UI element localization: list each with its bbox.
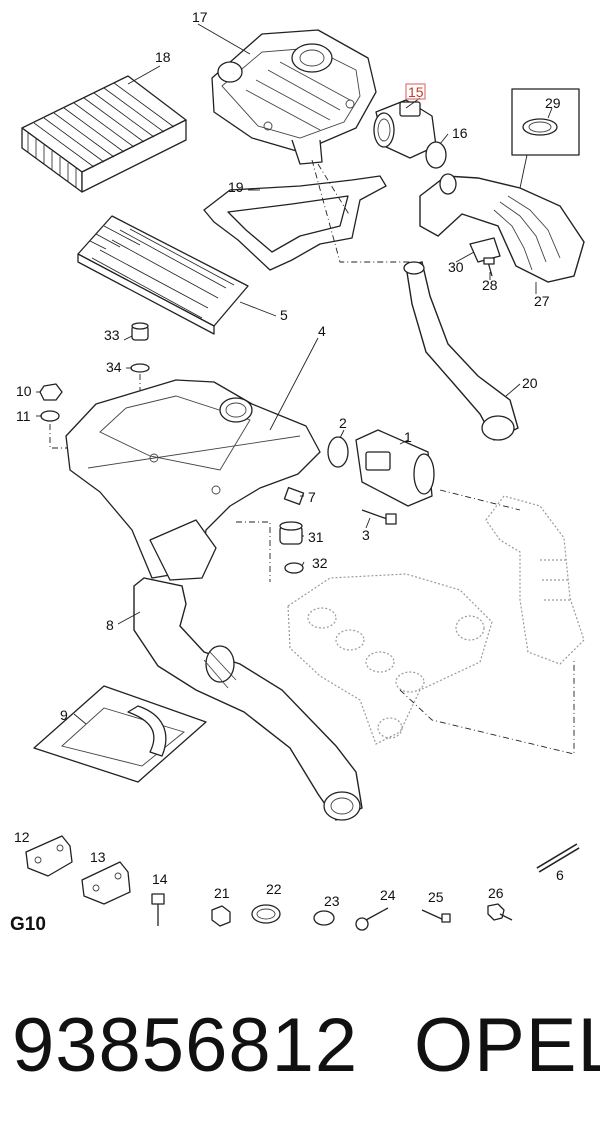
bolt-14[interactable] xyxy=(151,893,165,926)
callout-1: 1 xyxy=(404,429,412,445)
callout-17: 17 xyxy=(192,9,208,25)
callout-8: 8 xyxy=(106,617,114,633)
callout-22: 22 xyxy=(266,881,282,897)
bolt-3[interactable] xyxy=(361,509,397,525)
callout-12: 12 xyxy=(14,829,30,845)
callout-27: 27 xyxy=(534,293,550,309)
grommet-33[interactable] xyxy=(131,322,149,341)
seal-ring-16[interactable] xyxy=(425,141,447,169)
callout-25: 25 xyxy=(428,889,444,905)
callout-3: 3 xyxy=(362,527,370,543)
clip-7[interactable] xyxy=(283,486,305,506)
callout-9: 9 xyxy=(60,707,68,723)
clip-23[interactable] xyxy=(313,910,335,926)
callout-31: 31 xyxy=(308,529,324,545)
throttle-body-1[interactable] xyxy=(355,429,435,507)
bracket-13[interactable] xyxy=(81,861,131,905)
callout-11: 11 xyxy=(16,408,31,424)
callout-21: 21 xyxy=(214,885,230,901)
callout-19: 19 xyxy=(228,179,244,195)
washer-32[interactable] xyxy=(284,562,304,574)
callout-33: 33 xyxy=(104,327,120,343)
air-cleaner-housing-17[interactable] xyxy=(211,29,377,165)
callout-10: 10 xyxy=(16,383,32,399)
callout-15: 15 xyxy=(408,84,424,100)
callout-4: 4 xyxy=(318,323,326,339)
bracket-19[interactable] xyxy=(203,175,387,271)
screw-24[interactable] xyxy=(355,907,389,931)
engine-intake-manifold-ghost xyxy=(287,573,493,745)
intake-pipe-27[interactable] xyxy=(419,173,585,283)
nut-21[interactable] xyxy=(211,905,231,927)
callout-13: 13 xyxy=(90,849,106,865)
engine-pipe-ghost xyxy=(485,495,585,665)
gasket-30[interactable] xyxy=(469,237,501,263)
callout-20: 20 xyxy=(522,375,538,391)
callout-5: 5 xyxy=(280,307,288,323)
callout-30: 30 xyxy=(448,259,464,275)
callout-28: 28 xyxy=(482,277,498,293)
callout-32: 32 xyxy=(312,555,328,571)
mass-air-flow-sensor-15[interactable] xyxy=(373,99,437,159)
air-cleaner-lower-housing-4[interactable] xyxy=(65,379,321,581)
part-number: 93856812 xyxy=(12,1003,359,1088)
callout-6: 6 xyxy=(556,867,564,883)
callout-15-highlight xyxy=(405,83,426,100)
callout-14: 14 xyxy=(152,871,168,887)
callout-16: 16 xyxy=(452,125,468,141)
bracket-12[interactable] xyxy=(25,835,73,877)
intake-hose-8[interactable] xyxy=(133,577,363,821)
air-filter-element-18[interactable] xyxy=(21,75,187,193)
washer-34[interactable] xyxy=(130,363,150,373)
callout-23: 23 xyxy=(324,893,340,909)
grommet-31[interactable] xyxy=(279,521,303,545)
seal-ring-2[interactable] xyxy=(327,436,349,468)
nut-10[interactable] xyxy=(39,383,63,401)
sheet-label: G10 xyxy=(10,914,46,935)
callout-7: 7 xyxy=(308,489,316,505)
callout-26: 26 xyxy=(488,885,504,901)
callout-24: 24 xyxy=(380,887,396,903)
callout-34: 34 xyxy=(106,359,122,375)
clamp-29[interactable] xyxy=(511,88,580,189)
hose-clamp-22[interactable] xyxy=(251,904,281,924)
stud-6[interactable] xyxy=(536,843,580,873)
heat-shield-9[interactable] xyxy=(33,685,207,783)
bolt-28[interactable] xyxy=(483,257,495,277)
bolt-25[interactable] xyxy=(421,909,451,923)
callout-18: 18 xyxy=(155,49,171,65)
brand-name: OPEL xyxy=(414,1003,600,1088)
callout-2: 2 xyxy=(339,415,347,431)
callout-29: 29 xyxy=(545,95,561,111)
air-filter-element-5[interactable] xyxy=(77,215,249,335)
callouts: 17 18 15 16 29 19 30 28 27 5 4 33 34 20 … xyxy=(14,9,564,909)
hose-20[interactable] xyxy=(403,261,519,441)
washer-11[interactable] xyxy=(40,410,60,422)
bolt-26[interactable] xyxy=(487,903,513,921)
